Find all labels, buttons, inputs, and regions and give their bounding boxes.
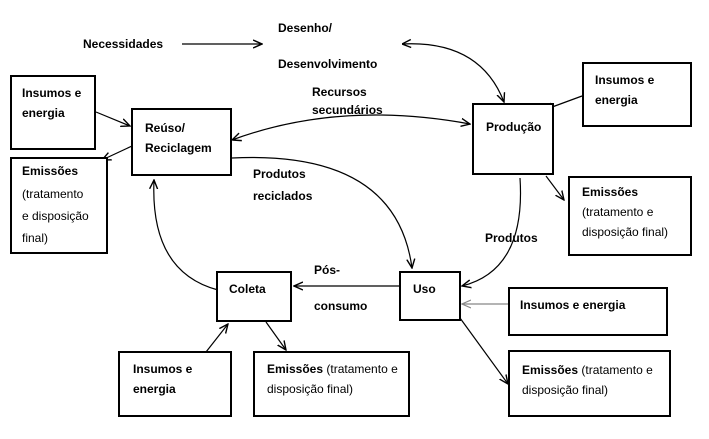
- box-emissoes-uso-text1: (tratamento e: [578, 363, 653, 377]
- arrow-producao-emissoes: [545, 175, 564, 200]
- box-insumos-right-label: Insumos e energia: [595, 73, 655, 107]
- box-emissoes-coleta-text2: disposição final): [267, 382, 354, 396]
- box-insumos-left-label: Insumos e energia: [22, 86, 82, 120]
- box-emissoes-uso-text2: disposição final): [522, 383, 609, 397]
- box-insumos-uso: Insumos e energia: [508, 287, 668, 336]
- arrow-reuso-uso: [231, 156, 412, 268]
- box-emissoes-uso-line1: Emissões (tratamento e: [522, 360, 653, 380]
- box-emissoes-uso: Emissões (tratamento e disposição final): [508, 350, 671, 417]
- arrow-producao-uso: [462, 177, 522, 286]
- box-reuso-label: Reúso/ Reciclagem: [145, 121, 212, 155]
- box-coleta-label: Coleta: [229, 282, 266, 296]
- box-reuso-reciclagem: Reúso/ Reciclagem: [131, 108, 232, 176]
- label-produtos: Produtos: [485, 231, 538, 245]
- box-uso-label: Uso: [413, 282, 436, 296]
- arrow-coleta-emissoes: [265, 321, 286, 350]
- label-necessidades: Necessidades: [83, 37, 164, 51]
- arrow-desenho-producao: [402, 44, 504, 102]
- box-emissoes-coleta-title: Emissões: [267, 362, 324, 376]
- box-insumos-coleta: Insumos e energia: [118, 351, 232, 417]
- box-emissoes-right-title: Emissões: [582, 185, 639, 199]
- box-insumos-coleta-label: Insumos e energia: [133, 362, 193, 396]
- box-emissoes-right: Emissões (tratamento e disposição final): [568, 176, 692, 256]
- box-emissoes-left-text: (tratamento e disposição final): [22, 187, 89, 245]
- box-emissoes-uso-title: Emissões: [522, 363, 579, 377]
- label-recursos-secundarios: Recursos secundários: [312, 85, 383, 117]
- box-emissoes-coleta: Emissões (tratamento e disposição final): [253, 351, 410, 417]
- label-consumo: consumo: [314, 299, 368, 313]
- box-uso: Uso: [399, 271, 461, 321]
- arrow-insumos-reuso: [95, 111, 130, 126]
- box-insumos-left: Insumos e energia: [10, 75, 96, 150]
- arrow-insumos-coleta: [205, 324, 228, 353]
- box-emissoes-left-title: Emissões: [22, 164, 79, 178]
- label-desenho: Desenho/: [278, 21, 333, 35]
- box-emissoes-left: Emissões (tratamento e disposição final): [10, 157, 108, 254]
- box-insumos-uso-label: Insumos e energia: [520, 298, 626, 312]
- arrow-coleta-reuso: [154, 180, 219, 291]
- box-insumos-right: Insumos e energia: [582, 62, 692, 127]
- label-pos: Pós-: [314, 263, 341, 277]
- box-emissoes-coleta-text1: (tratamento e: [323, 362, 398, 376]
- box-emissoes-coleta-line1: Emissões (tratamento e: [267, 359, 398, 379]
- box-producao-label: Produção: [486, 120, 542, 134]
- label-produtos-reciclados: Produtos reciclados: [253, 167, 313, 203]
- arrow-reuso-producao: [232, 114, 470, 140]
- arrow-uso-emissoes: [459, 317, 508, 384]
- box-emissoes-right-text: (tratamento e disposição final): [582, 205, 669, 239]
- box-coleta: Coleta: [216, 271, 292, 322]
- box-producao: Produção: [472, 103, 554, 175]
- label-desenvolvimento: Desenvolvimento: [278, 57, 378, 71]
